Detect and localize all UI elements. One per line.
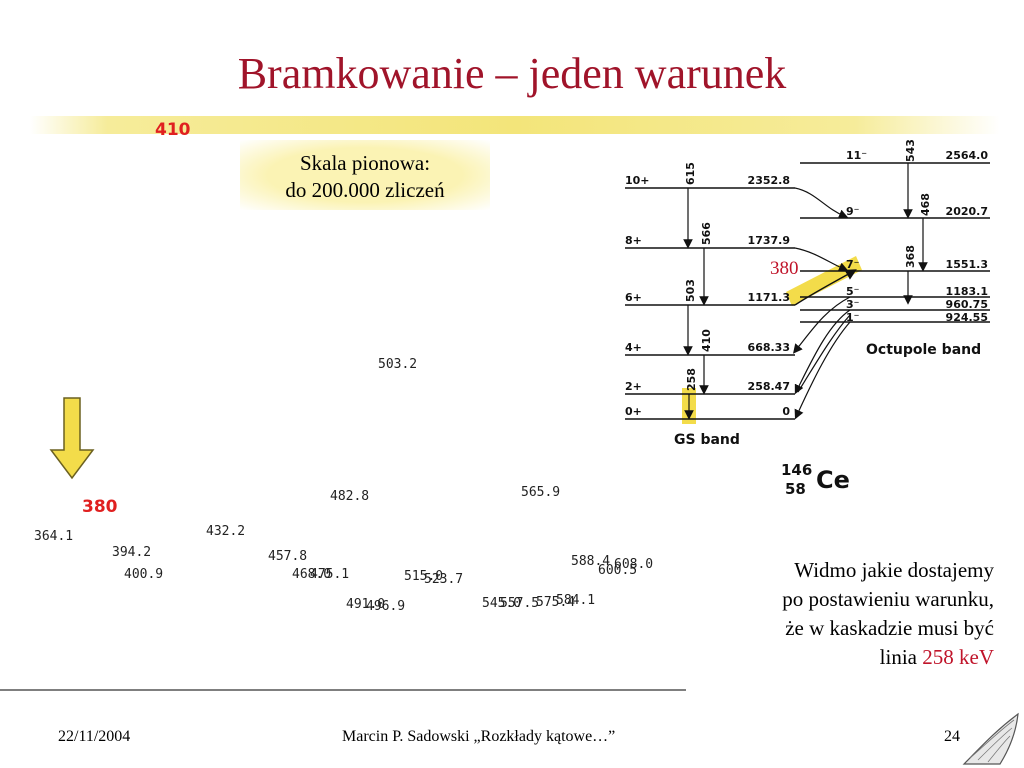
oct-spin-label: 3⁻ — [846, 298, 860, 311]
oct-energy-label: 2564.0 — [946, 149, 989, 162]
peak-label: 575.4 — [536, 595, 575, 610]
note-line: do 200.000 zliczeń — [285, 178, 445, 202]
oct-energy-label: 1183.1 — [946, 285, 988, 298]
peak-label-410: 410 — [155, 120, 191, 140]
caption-highlight: 258 keV — [922, 645, 994, 669]
transition-energy: 368 — [904, 245, 917, 268]
title-underline — [30, 116, 1000, 134]
oct-spin-label: 1⁻ — [846, 311, 860, 324]
peak-label: 475.1 — [310, 567, 349, 582]
interband-transition — [794, 247, 849, 272]
level-scheme: 10+ 8+ 6+ 4+ 2+ 0+ 2352.8 1737.9 1171.3 … — [625, 140, 990, 498]
peak-label: 457.8 — [268, 549, 307, 564]
gs-spin-label: 2+ — [625, 380, 642, 393]
interband-transition — [793, 296, 851, 354]
down-arrow-icon — [49, 397, 95, 480]
highlight-label-380: 380 — [770, 258, 799, 279]
peak-label: 482.8 — [330, 489, 369, 504]
oct-energy-label: 1551.3 — [946, 258, 988, 271]
peak-label: 545.0 — [482, 596, 521, 611]
caption-line: po postawieniu warunku, — [782, 587, 994, 611]
octupole-band-label: Octupole band — [866, 342, 981, 358]
transition-energy: 615 — [684, 162, 697, 185]
peak-label: 565.9 — [521, 485, 560, 500]
oct-energy-label: 924.55 — [946, 311, 988, 324]
footer-page-number: 24 — [944, 728, 960, 745]
transition-energy: 410 — [700, 329, 713, 352]
gs-spin-label: 4+ — [625, 341, 642, 354]
peak-label-380: 380 — [82, 497, 118, 517]
caption-line: linia 258 keV — [694, 643, 994, 672]
footer-author: Marcin P. Sadowski „Rozkłady kątowe…” — [342, 728, 616, 745]
nucleus-z: 58 — [785, 480, 806, 498]
oct-energy-label: 960.75 — [946, 298, 988, 311]
gs-energy-label: 0 — [782, 405, 790, 418]
oct-spin-label: 9⁻ — [846, 205, 860, 218]
oct-energy-label: 2020.7 — [946, 205, 988, 218]
peak-label: 394.2 — [112, 545, 151, 560]
transition-380 — [794, 269, 857, 306]
peak-label: 557.5 — [500, 596, 539, 611]
gs-spin-label: 8+ — [625, 234, 642, 247]
interband-transition — [797, 314, 851, 393]
peak-label: 584.1 — [556, 593, 595, 608]
oct-spin-label: 7⁻ — [846, 258, 860, 271]
page-curl-icon — [962, 712, 1019, 765]
caption-line: że w kaskadzie musi być — [785, 616, 994, 640]
transition-energy: 566 — [700, 222, 713, 245]
caption-line: Widmo jakie dostajemy — [794, 558, 994, 582]
oct-spin-label: 5⁻ — [846, 285, 860, 298]
peak-label: 491.0 — [346, 597, 385, 612]
gs-energy-label: 668.33 — [748, 341, 790, 354]
peak-label: 468.0 — [292, 567, 331, 582]
transition-energy: 503 — [684, 279, 697, 302]
gs-band-label: GS band — [674, 432, 740, 448]
note-line: Skala pionowa: — [299, 151, 431, 175]
gs-spin-label: 6+ — [625, 291, 642, 304]
peak-label: 608.0 — [614, 557, 653, 572]
peak-label: 400.9 — [124, 567, 163, 582]
gamma-spectrum: 410 380 364.1 394.2 400.9 432.2 457.8 46… — [0, 100, 686, 691]
transition-energy: 543 — [904, 140, 917, 162]
gs-spin-label: 0+ — [625, 405, 642, 418]
peak-label: 496.9 — [366, 599, 405, 614]
spectrum-caption: Widmo jakie dostajemy po postawieniu war… — [694, 556, 994, 672]
peak-label: 588.4 — [571, 554, 610, 569]
gs-spin-label: 10+ — [625, 174, 650, 187]
caption-prefix: linia — [879, 645, 917, 669]
gs-energy-label: 1737.9 — [748, 234, 790, 247]
nucleus-mass: 146 — [781, 461, 812, 479]
peak-label: 515.0 — [404, 569, 443, 584]
transition-energy: 468 — [919, 193, 932, 216]
peak-label: 600.5 — [598, 563, 637, 578]
slide-title: Bramkowanie – jeden warunek — [237, 49, 787, 98]
oct-spin-label: 11⁻ — [846, 149, 867, 162]
peak-label: 364.1 — [34, 529, 73, 544]
gs-energy-label: 258.47 — [748, 380, 790, 393]
gs-energy-label: 2352.8 — [748, 174, 790, 187]
gs-energy-label: 1171.3 — [748, 291, 790, 304]
transition-energy: 258 — [685, 368, 698, 391]
footer-date: 22/11/2004 — [58, 728, 131, 745]
vertical-scale-note: Skala pionowa: do 200.000 zliczeń — [240, 140, 490, 210]
nucleus-symbol: Ce — [816, 466, 850, 494]
peak-label: 432.2 — [206, 524, 245, 539]
peak-label: 503.2 — [378, 357, 417, 372]
peak-label: 523.7 — [424, 572, 463, 587]
interband-transition — [794, 187, 849, 219]
interband-transition — [794, 321, 851, 420]
interband-transition — [794, 309, 851, 395]
